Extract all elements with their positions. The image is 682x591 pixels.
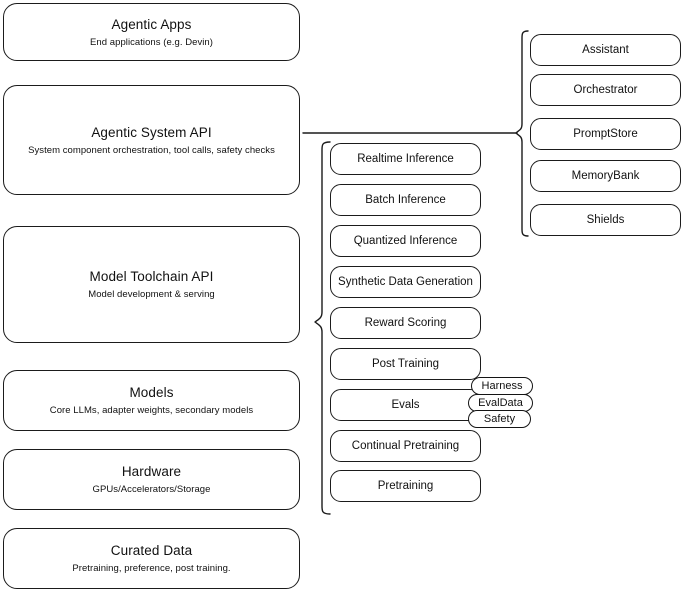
evals-badge-safety[interactable]: Safety — [468, 410, 531, 428]
item-label: Batch Inference — [365, 194, 446, 206]
layer-title: Hardware — [121, 464, 182, 479]
toolchain-item-continual-pretraining[interactable]: Continual Pretraining — [330, 430, 481, 462]
layer-box-models[interactable]: Models Core LLMs, adapter weights, secon… — [3, 370, 300, 431]
item-label: Reward Scoring — [364, 317, 447, 329]
toolchain-item-pretraining[interactable]: Pretraining — [330, 470, 481, 502]
layer-subtitle: End applications (e.g. Devin) — [90, 36, 213, 48]
system-item-assistant[interactable]: Assistant — [530, 34, 681, 66]
badge-label: Harness — [481, 380, 523, 392]
item-label: Evals — [391, 399, 420, 411]
layer-title: Model Toolchain API — [89, 269, 214, 284]
evals-badge-harness[interactable]: Harness — [471, 377, 533, 395]
toolchain-item-reward-scoring[interactable]: Reward Scoring — [330, 307, 481, 339]
layer-title: Agentic System API — [91, 124, 212, 140]
layer-title: Models — [129, 385, 174, 400]
brace-right — [515, 30, 529, 237]
system-item-orchestrator[interactable]: Orchestrator — [530, 74, 681, 106]
item-label: Synthetic Data Generation — [338, 276, 473, 288]
system-item-memorybank[interactable]: MemoryBank — [530, 160, 681, 192]
toolchain-item-batch-inference[interactable]: Batch Inference — [330, 184, 481, 216]
item-label: Assistant — [582, 44, 629, 56]
toolchain-item-post-training[interactable]: Post Training — [330, 348, 481, 380]
layer-box-model-toolchain-api[interactable]: Model Toolchain API Model development & … — [3, 226, 300, 343]
system-item-shields[interactable]: Shields — [530, 204, 681, 236]
layer-box-agentic-apps[interactable]: Agentic Apps End applications (e.g. Devi… — [3, 3, 300, 61]
toolchain-item-evals[interactable]: Evals — [330, 389, 481, 421]
item-label: Quantized Inference — [353, 235, 458, 247]
layer-title: Agentic Apps — [111, 16, 192, 32]
toolchain-item-quantized-inference[interactable]: Quantized Inference — [330, 225, 481, 257]
item-label: Post Training — [371, 358, 440, 370]
layer-subtitle: Pretraining, preference, post training. — [72, 563, 231, 574]
item-label: PromptStore — [573, 128, 638, 140]
item-label: Realtime Inference — [357, 153, 454, 165]
item-label: Pretraining — [377, 480, 434, 492]
layer-box-hardware[interactable]: Hardware GPUs/Accelerators/Storage — [3, 449, 300, 510]
brace-middle — [314, 141, 331, 515]
badge-label: Safety — [483, 413, 516, 425]
layer-subtitle: System component orchestration, tool cal… — [28, 144, 275, 156]
layer-subtitle: Model development & serving — [88, 289, 215, 300]
layer-box-curated-data[interactable]: Curated Data Pretraining, preference, po… — [3, 528, 300, 589]
badge-label: EvalData — [478, 397, 523, 409]
item-label: Continual Pretraining — [351, 440, 460, 452]
system-item-promptstore[interactable]: PromptStore — [530, 118, 681, 150]
toolchain-item-realtime-inference[interactable]: Realtime Inference — [330, 143, 481, 175]
layer-title: Curated Data — [110, 543, 193, 558]
layer-subtitle: GPUs/Accelerators/Storage — [92, 484, 211, 495]
item-label: MemoryBank — [571, 170, 640, 182]
layer-box-agentic-system-api[interactable]: Agentic System API System component orch… — [3, 85, 300, 195]
item-label: Shields — [586, 214, 625, 226]
layer-subtitle: Core LLMs, adapter weights, secondary mo… — [49, 405, 254, 416]
toolchain-item-synthetic-data-generation[interactable]: Synthetic Data Generation — [330, 266, 481, 298]
item-label: Orchestrator — [573, 84, 638, 96]
